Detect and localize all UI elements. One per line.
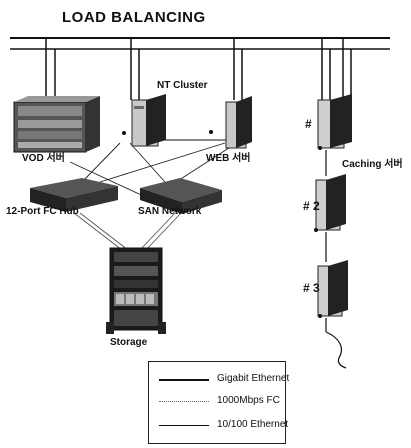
caching-server-3-icon [318, 260, 348, 318]
cache-2-label: # 2 [303, 200, 320, 212]
legend-item-fast-ethernet: 10/100 Ethernet [149, 416, 285, 436]
legend-item-gigabit: Gigabit Ethernet [149, 370, 285, 390]
vod-server-icon [14, 96, 100, 152]
nt-cluster-label: NT Cluster [155, 80, 210, 92]
cache-1-label: # [305, 118, 312, 130]
server-drop-lines [46, 38, 351, 102]
fc-hub-label: 12-Port FC Hub [6, 206, 79, 218]
vod-server-label: VOD 서버 [22, 153, 65, 165]
legend-box: Gigabit Ethernet 1000Mbps FC 10/100 Ethe… [148, 361, 286, 444]
san-network-label: SAN Network [138, 206, 201, 218]
ethernet-backbone [10, 38, 390, 49]
legend-swatch-thick [159, 379, 209, 381]
legend-item-fc: 1000Mbps FC [149, 392, 285, 412]
caching-server-label: Caching 서버 [342, 159, 403, 171]
web-server-label: WEB 서버 [206, 153, 251, 165]
legend-label: Gigabit Ethernet [217, 373, 289, 385]
legend-swatch-thin [159, 425, 209, 426]
storage-links [74, 213, 181, 250]
nt-cluster-server-1-icon [122, 94, 166, 146]
legend-label: 1000Mbps FC [217, 395, 280, 407]
storage-label: Storage [110, 337, 147, 349]
caching-server-1-icon [318, 94, 352, 150]
storage-array-icon [106, 248, 166, 334]
legend-label: 10/100 Ethernet [217, 419, 288, 431]
cache-3-label: # 3 [303, 282, 320, 294]
legend-swatch-dotted [159, 401, 209, 402]
